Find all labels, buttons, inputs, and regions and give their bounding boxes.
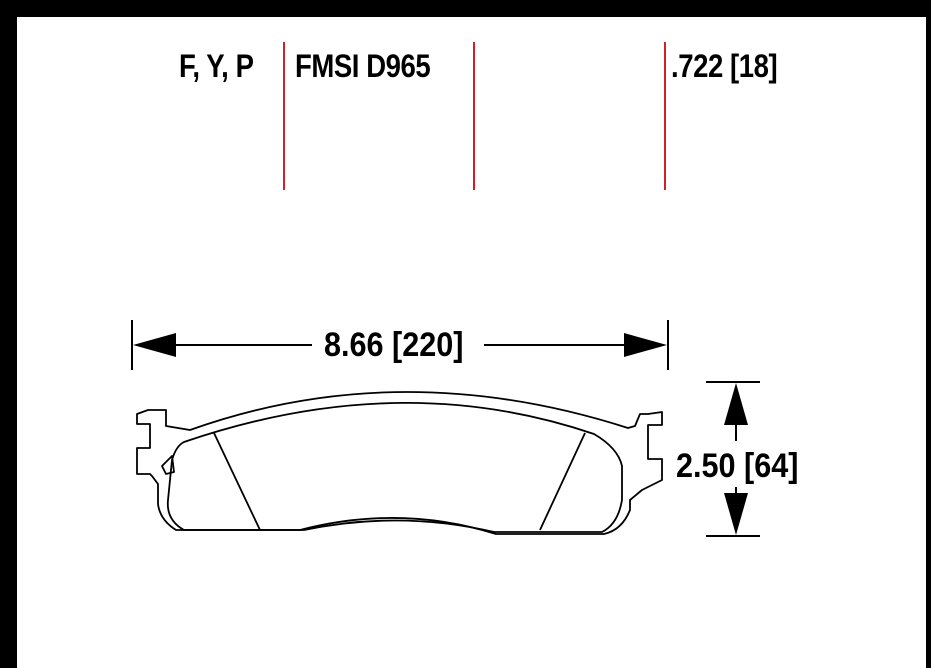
width-dimension xyxy=(131,320,669,370)
pad-thickness: .722 [18] xyxy=(671,48,778,84)
height-label: 2.50 [64] xyxy=(676,447,799,485)
application-codes: F, Y, P xyxy=(179,48,254,84)
width-label: 8.66 [220] xyxy=(324,326,464,364)
height-dimension xyxy=(706,381,760,537)
pad-outline xyxy=(136,391,663,535)
fmsi-number: FMSI D965 xyxy=(295,48,431,84)
